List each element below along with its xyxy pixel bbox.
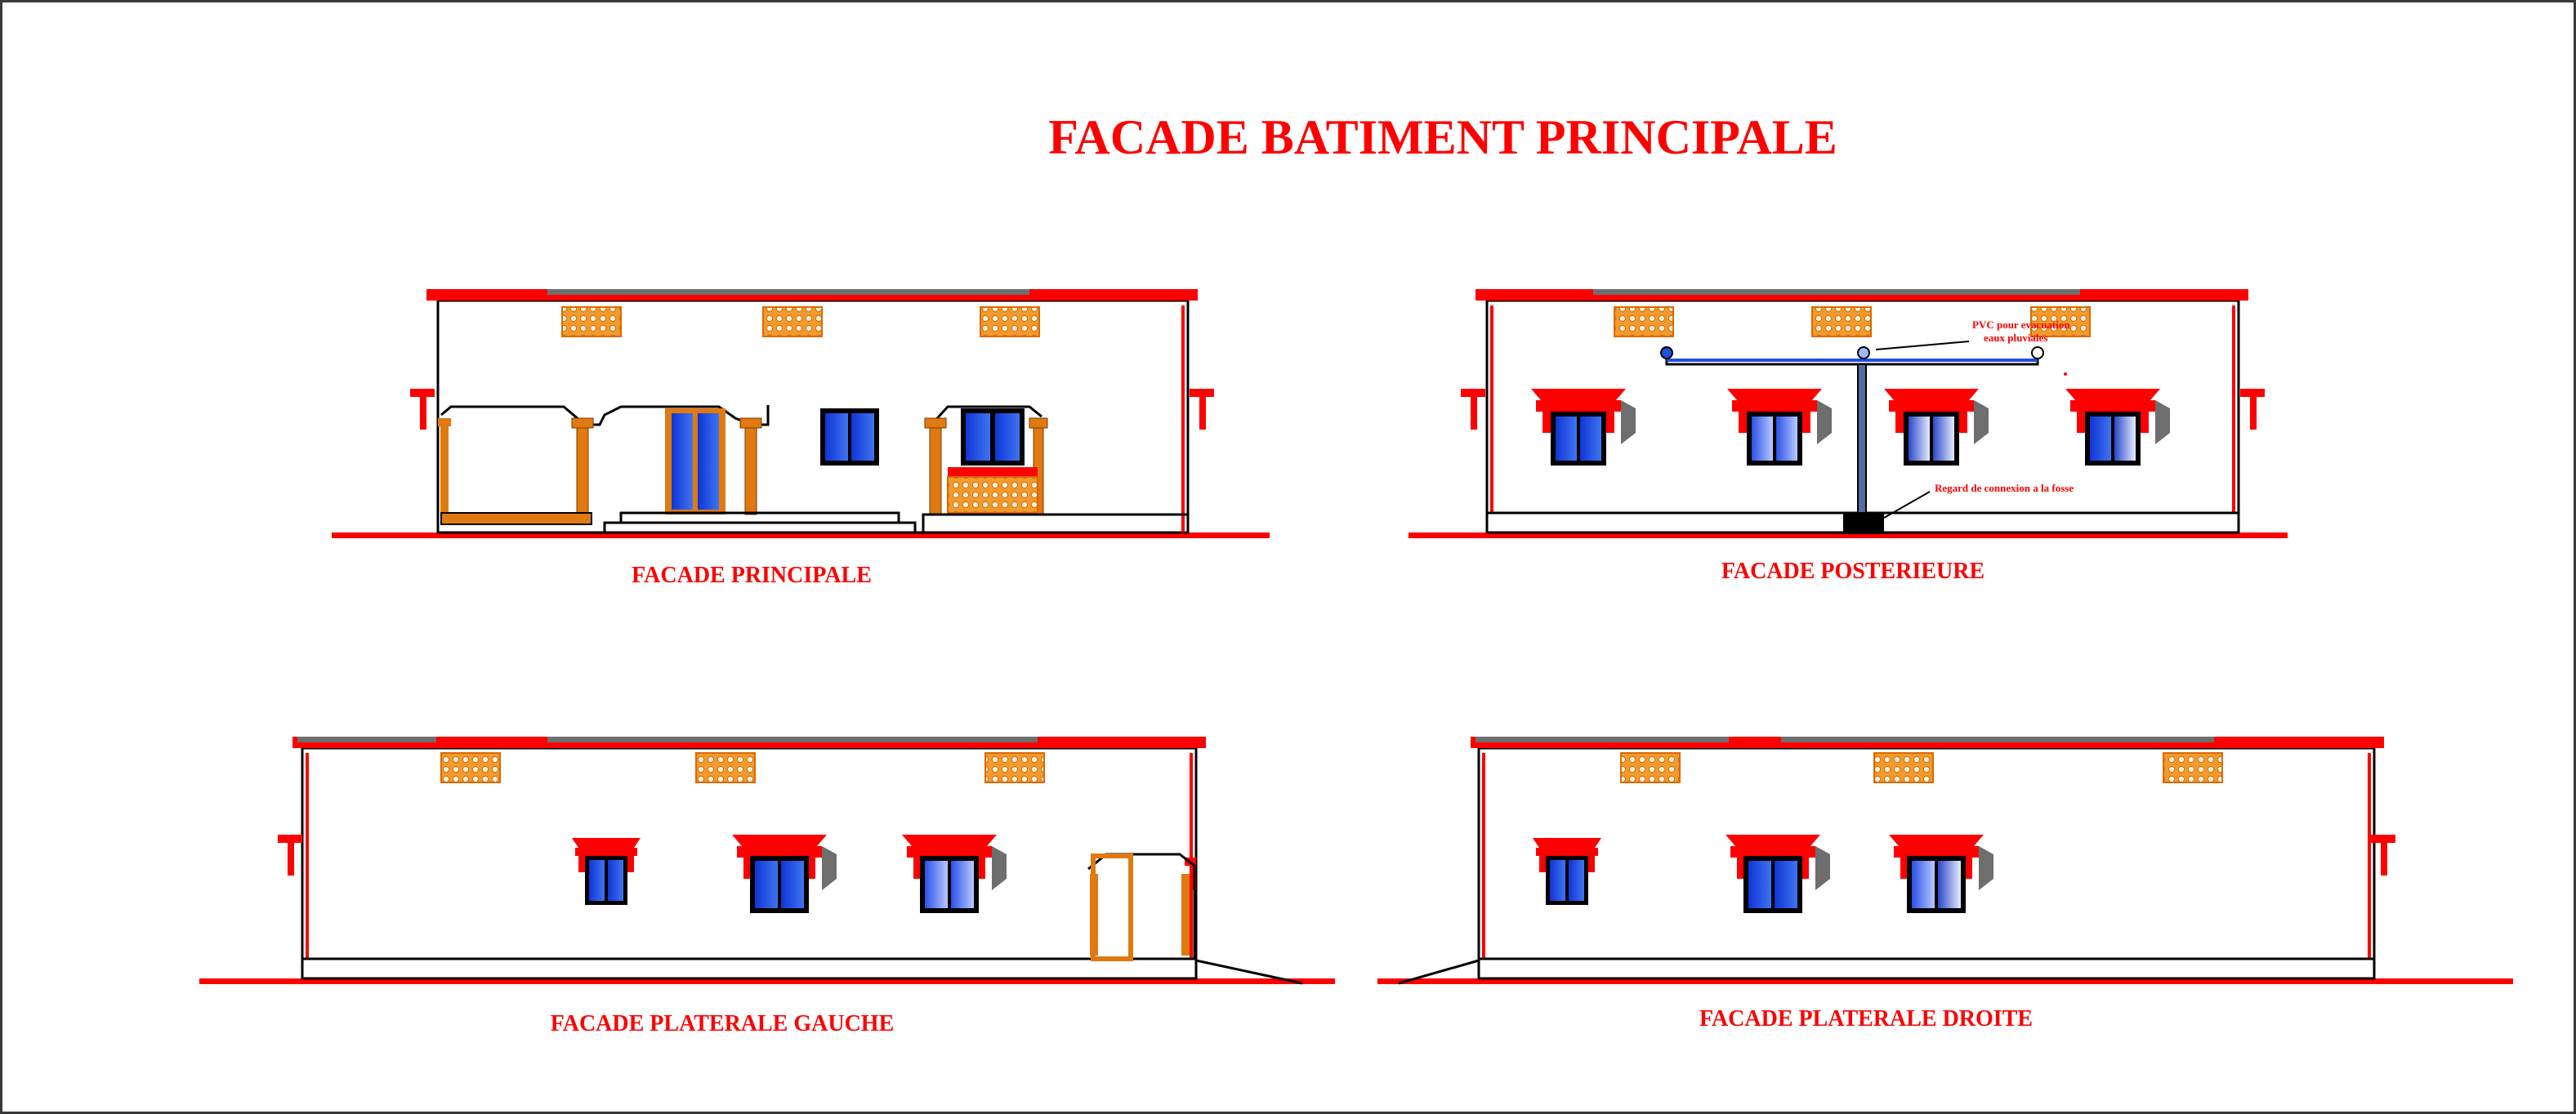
ramp: [1195, 959, 1303, 985]
facade-laterale-droite: [1377, 737, 2513, 985]
side-console-right: [1190, 389, 1214, 430]
balustrade: [947, 467, 1038, 514]
entrance-door: [665, 408, 725, 515]
note-pvc-line2: eaux pluviales: [1984, 332, 2047, 344]
inspection-chamber: [1843, 513, 1884, 534]
claustra-vent: [2163, 752, 2223, 783]
roof-edge: [547, 289, 1029, 295]
claustra-vent: [561, 306, 622, 337]
window-with-hood: [1884, 389, 1989, 466]
claustra-vent: [695, 752, 756, 783]
window-with-hood: [1726, 835, 1830, 913]
claustra-vent: [2030, 306, 2091, 337]
window-with-hood: [572, 838, 641, 905]
claustra-vent: [762, 306, 823, 337]
ground-line: [199, 978, 1335, 984]
claustra-vent: [984, 752, 1045, 783]
window-with-hood: [732, 835, 837, 913]
plinth: [1477, 957, 2376, 980]
side-console-left: [410, 389, 435, 430]
side-door: [1087, 853, 1196, 961]
facade-principale: [332, 289, 1270, 538]
window-with-hood: [1727, 389, 1832, 466]
pvc-rainwater-pipe: [1660, 346, 2044, 514]
label-facade-posterieure: FACADE POSTERIEURE: [1721, 559, 1984, 584]
window-with-hood: [1531, 389, 1636, 466]
label-facade-laterale-gauche: FACADE PLATERALE GAUCHE: [551, 1011, 895, 1036]
claustra-vent: [440, 752, 501, 783]
roof-edge: [297, 737, 436, 742]
facade-posterieure: PVC pour evacuation eaux pluviales Regar…: [1409, 289, 2288, 538]
claustra-vent: [1811, 306, 1872, 337]
ground-line: [1377, 978, 2513, 984]
veranda-column: [739, 417, 762, 515]
side-console-left: [278, 835, 302, 876]
note-pvc-line1: PVC pour evacuation: [1972, 319, 2070, 331]
label-facade-laterale-droite: FACADE PLATERALE DROITE: [1699, 1006, 2033, 1032]
side-console-right: [2240, 389, 2265, 430]
veranda-column: [924, 417, 947, 515]
ramp: [1398, 959, 1480, 985]
window-with-hood: [1533, 838, 1601, 905]
window: [961, 408, 1025, 466]
window-with-hood: [2065, 389, 2170, 466]
window: [820, 408, 879, 466]
roof-edge: [1476, 737, 1729, 742]
ground-line: [1409, 532, 2288, 538]
roof-edge: [1593, 289, 2080, 295]
side-console-left: [1461, 389, 1485, 430]
veranda-column: [438, 418, 451, 515]
note-regard: Regard de connexion a la fosse: [1935, 482, 2074, 494]
ground-line: [332, 532, 1270, 538]
wall: [436, 299, 1190, 534]
facade-laterale-gauche: [199, 737, 1335, 985]
entrance-steps: [603, 511, 917, 534]
claustra-vent: [1620, 752, 1681, 783]
veranda-floor: [440, 512, 592, 525]
window-with-hood: [1889, 835, 1993, 913]
main-title: FACADE BATIMENT PRINCIPALE: [1048, 110, 1837, 164]
claustra-vent: [1873, 752, 1934, 783]
veranda-column: [571, 417, 594, 515]
window-with-hood: [902, 835, 1007, 913]
claustra-vent: [980, 306, 1040, 337]
label-facade-principale: FACADE PRINCIPALE: [632, 563, 872, 588]
side-console-right: [2371, 835, 2395, 876]
claustra-vent: [1614, 306, 1674, 337]
plinth: [301, 957, 1198, 980]
